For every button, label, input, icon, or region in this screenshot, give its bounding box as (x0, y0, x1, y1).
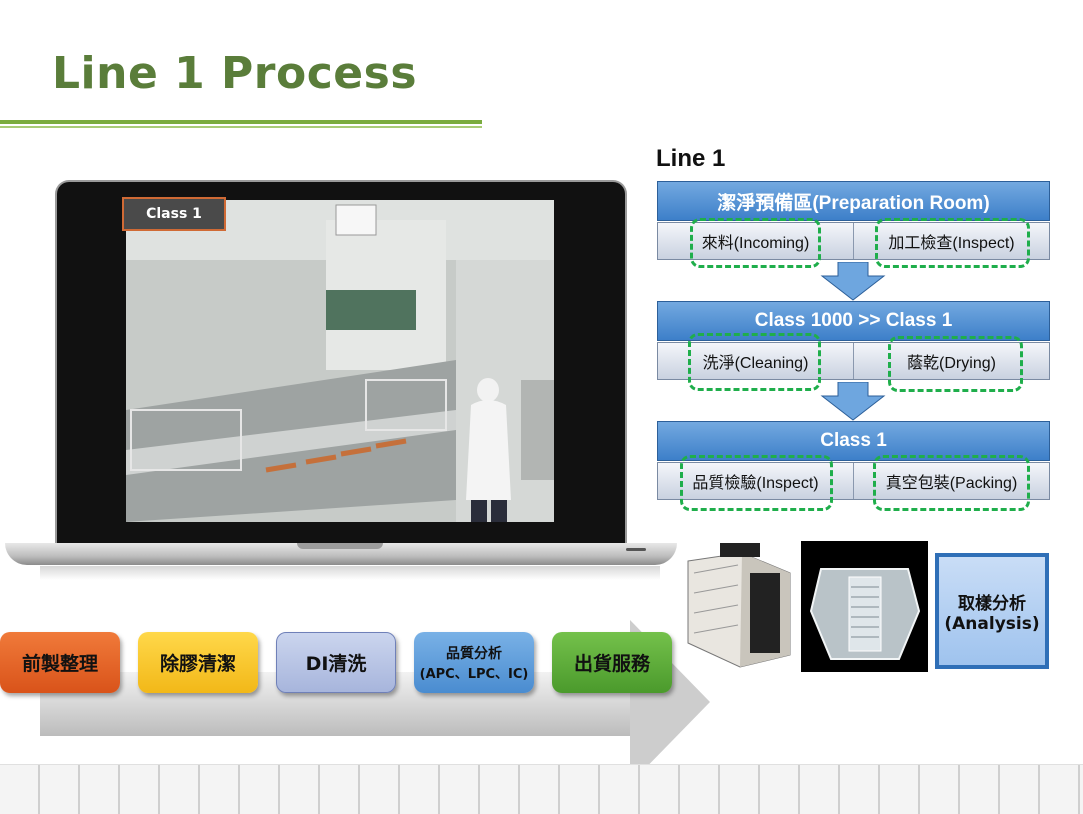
highlight-cleaning (688, 333, 821, 391)
laptop-notch (297, 543, 383, 549)
cleanroom-photo-illustration (126, 200, 554, 522)
laptop-shadow (40, 566, 660, 580)
clear-carrier-photo (801, 541, 928, 672)
stage-3-header: Class 1 (657, 421, 1050, 461)
stage-3-row: 品質檢驗(Inspect) 真空包裝(Packing) (657, 462, 1050, 500)
highlight-quality-inspect (680, 455, 833, 511)
laptop-base (5, 543, 677, 565)
stage-2-header: Class 1000 >> Class 1 (657, 301, 1050, 341)
wafer-carrier-photo (680, 543, 798, 669)
highlight-inspect (875, 218, 1030, 268)
down-arrow-icon (820, 262, 886, 301)
analysis-box: 取樣分析 (Analysis) (935, 553, 1049, 669)
flow-heading: Line 1 (656, 145, 726, 172)
highlight-drying (888, 336, 1023, 392)
stage-1-cell-incoming: 來料(Incoming) (658, 223, 854, 259)
stage-1-row: 來料(Incoming) 加工檢查(Inspect) (657, 222, 1050, 260)
highlight-packing (873, 455, 1030, 511)
stage-3-cell-inspect: 品質檢驗(Inspect) (658, 463, 854, 499)
laptop-led (626, 548, 646, 551)
down-arrow-icon (820, 382, 886, 421)
cleanroom-photo (126, 200, 554, 522)
stage-2-cell-drying: 蔭乾(Drying) (907, 355, 996, 372)
step-quality-analysis-title: 品質分析 (446, 646, 502, 662)
step-shipping-service: 出貨服務 (552, 632, 672, 693)
step-quality-analysis-subtitle: (APC、LPC、IC) (419, 667, 529, 682)
title-underline (0, 120, 482, 124)
stage-2-cell-cleaning: 洗淨(Cleaning) (658, 343, 854, 379)
class-1-badge: Class 1 (122, 197, 226, 231)
title-underline-thin (0, 126, 482, 128)
stage-2-row: 洗淨(Cleaning) 蔭乾(Drying) (657, 342, 1050, 380)
highlight-incoming (690, 218, 821, 268)
stage-3-cell-packing: 真空包裝(Packing) (885, 475, 1018, 492)
stage-1-header: 潔淨預備區(Preparation Room) (657, 181, 1050, 221)
analysis-label-english: (Analysis) (944, 613, 1040, 634)
stage-1-cell-inspect: 加工檢查(Inspect) (888, 235, 1015, 252)
step-di-rinse: DI清洗 (276, 632, 396, 693)
analysis-label: 取樣分析 (958, 593, 1026, 614)
step-pre-processing: 前製整理 (0, 632, 120, 693)
step-quality-analysis: 品質分析 (APC、LPC、IC) (414, 632, 534, 693)
step-glue-removal: 除膠清潔 (138, 632, 258, 693)
floor-decoration (0, 764, 1083, 814)
page-title: Line 1 Process (52, 48, 418, 99)
